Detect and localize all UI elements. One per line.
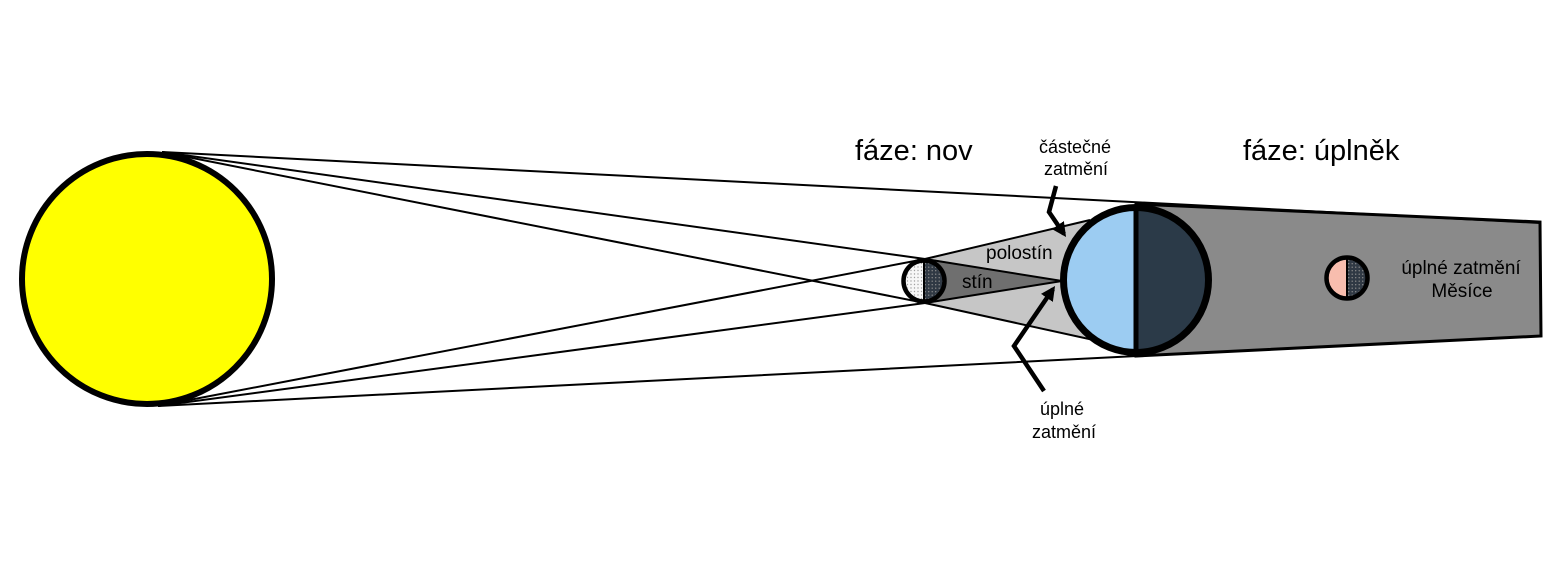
ray-sun-bottom-moon-top [157, 219, 1091, 407]
lunar-eclipse-label-line1: úplné zatmění [1401, 258, 1521, 279]
umbra-region [925, 258, 1062, 304]
moon-new-outline [901, 258, 947, 304]
moon-new-dark-half [924, 261, 944, 301]
moon-full-eclipsed-half [1327, 258, 1347, 298]
earth-night-half [1136, 208, 1208, 352]
ray-sun-bottom-earth-bottom [157, 335, 1542, 407]
total-eclipse-label-line1: úplné [1040, 399, 1084, 419]
moon-full-outline [1324, 255, 1370, 301]
partial-eclipse-label-line2: zatmění [1044, 159, 1108, 179]
lunar-eclipse-label-line2: Měsíce [1431, 281, 1492, 302]
earth-day-half [1064, 208, 1136, 352]
total-eclipse-arrow [1011, 286, 1056, 393]
total-eclipse-label-line2: zatmění [1032, 422, 1096, 442]
moon-new-lit-half [904, 261, 924, 301]
earth-outline [1060, 204, 1212, 356]
partial-eclipse-arrow [1046, 185, 1067, 237]
moon-new-phase [901, 258, 947, 304]
partial-eclipse-label-line1: částečné [1039, 137, 1111, 157]
moon-full-dark-half [1347, 258, 1367, 298]
penumbra-label: polostín [986, 243, 1053, 264]
earth [1060, 204, 1212, 356]
moon-full-phase [1324, 255, 1370, 301]
umbra-label: stín [962, 272, 993, 293]
ray-sun-top-earth-top [161, 151, 1541, 224]
phase-new-moon-title: fáze: nov [855, 135, 973, 167]
phase-full-moon-title: fáze: úplněk [1243, 135, 1400, 167]
sun [19, 151, 275, 407]
